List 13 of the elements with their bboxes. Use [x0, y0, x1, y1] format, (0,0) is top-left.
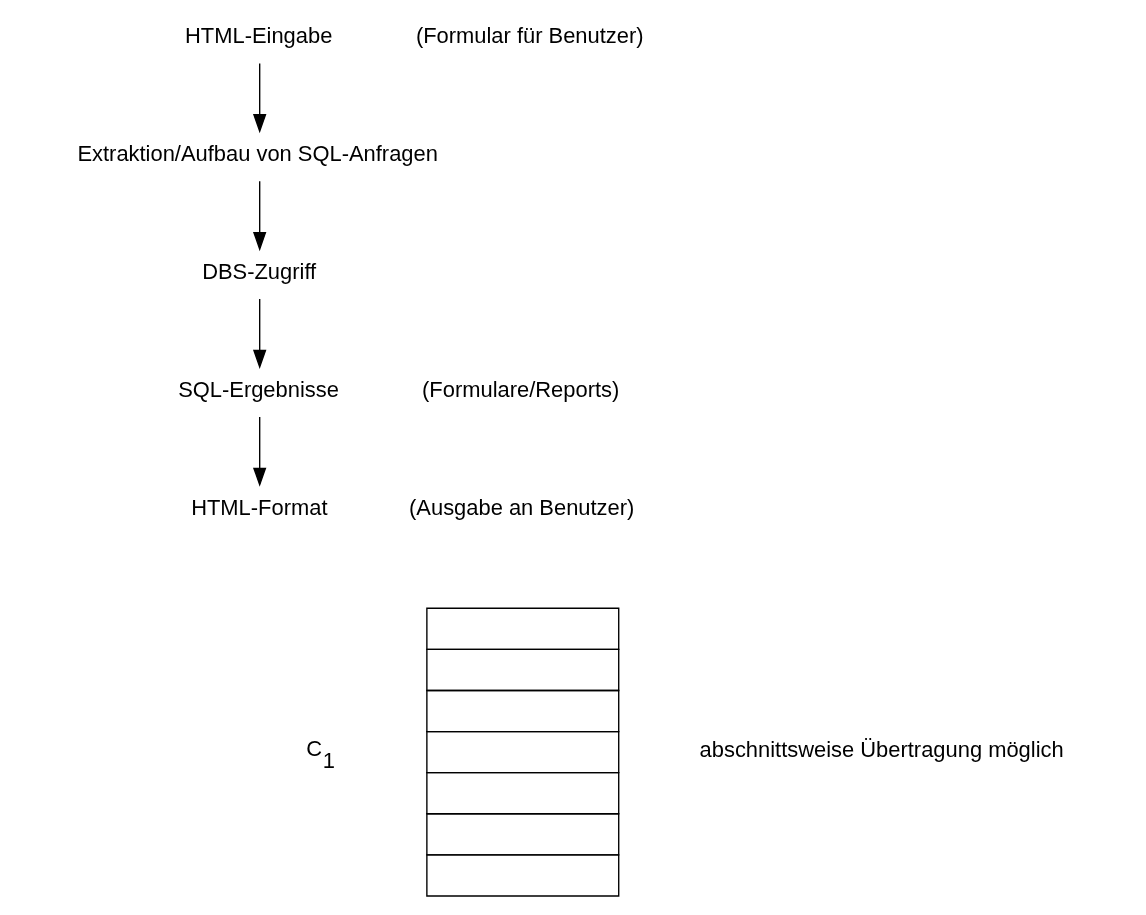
node-text: SQL-Ergebnisse: [177, 376, 339, 402]
node-label: (Ausgabe an Benutzer): [408, 494, 634, 520]
node-text: DBS-Zugriff: [201, 259, 316, 285]
label: abschnittsweise Übertragung möglich: [699, 737, 1064, 763]
node-text: HTML-Format: [190, 494, 327, 520]
node-text: Extraktion/Aufbau von SQL-Anfragen: [76, 141, 438, 167]
arrow: [252, 298, 266, 369]
arrow: [252, 180, 266, 252]
node-text: HTML-Eingabe: [184, 23, 332, 49]
arrow: [252, 62, 266, 134]
node-label: (Formulare/Reports): [421, 376, 619, 402]
arrow: [252, 416, 266, 487]
node-label: (Formular für Benutzer): [415, 23, 644, 49]
